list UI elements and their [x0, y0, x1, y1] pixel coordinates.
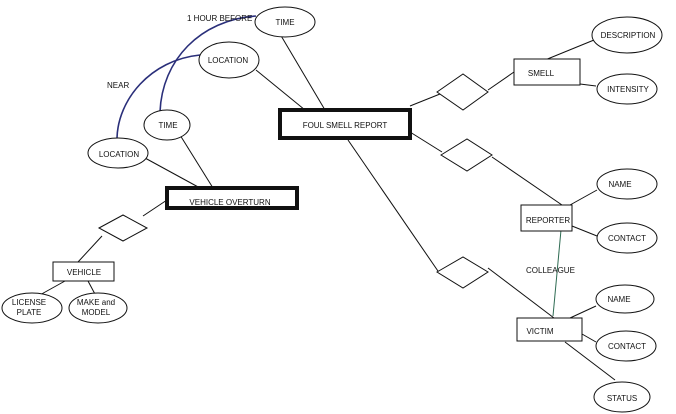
location-left-attribute [87, 137, 149, 169]
location-top-attribute [198, 41, 260, 79]
edge-overturn-time [179, 134, 214, 189]
vehicle-overturn-entity [165, 186, 299, 210]
edge-report-victim-rel [347, 139, 441, 275]
edge-reporter-rel-reporter [491, 156, 563, 206]
description-attribute [591, 16, 663, 54]
edge-report-location [255, 69, 306, 111]
make-model-label-line1: MAKE and [77, 298, 115, 307]
colleague-label: COLLEAGUE [526, 266, 575, 275]
foul-smell-report-entity [278, 108, 412, 140]
reporter-label: REPORTER [526, 216, 571, 225]
license-plate-label-line1: LICENSE [12, 298, 46, 307]
time-mid-attribute [143, 109, 191, 141]
foul-smell-report-label: FOUL SMELL REPORT [303, 121, 388, 130]
reporter-relationship-diamond [440, 138, 493, 172]
edge-victim-rel-victim [487, 267, 555, 319]
vehicle-label: VEHICLE [67, 268, 101, 277]
time-top-label: TIME [275, 18, 294, 27]
victim-status-attribute [593, 381, 651, 413]
reporter-name-label: NAME [608, 180, 631, 189]
victim-contact-attribute [595, 330, 657, 362]
intensity-label: INTENSITY [607, 85, 649, 94]
location-top-label: LOCATION [208, 56, 249, 65]
victim-status-label: STATUS [607, 394, 637, 403]
smell-relationship-diamond [436, 73, 489, 111]
victim-relationship-diamond [436, 256, 489, 289]
edge-smell-description [544, 39, 595, 61]
make-model-attribute [68, 292, 128, 324]
victim-contact-label: CONTACT [608, 342, 646, 351]
description-label: DESCRIPTION [601, 31, 656, 40]
edge-victim-contact [581, 333, 597, 343]
vehicle-overturn-label: VEHICLE OVERTURN [189, 198, 270, 207]
location-left-label: LOCATION [99, 150, 140, 159]
edge-victim-name [569, 305, 597, 319]
edge-overturn-location [144, 157, 201, 189]
victim-name-label: NAME [607, 295, 630, 304]
vehicle-entity [52, 261, 115, 282]
time-top-attribute [254, 6, 316, 38]
reporter-entity [520, 204, 573, 232]
edge-victim-status [564, 341, 616, 381]
one-hour-before-arc [159, 15, 257, 113]
vehicle-relationship-diamond [97, 214, 149, 242]
license-plate-attribute [1, 292, 63, 324]
smell-entity [513, 58, 581, 86]
edge-reporter-contact [571, 225, 598, 237]
edge-smell-rel-smell [487, 71, 515, 91]
near-arc [116, 54, 201, 139]
edge-report-time [279, 33, 326, 111]
edge-vehicle-rel-vehicle [77, 235, 103, 263]
one-hour-before-label: 1 HOUR BEFORE [187, 14, 252, 23]
reporter-name-attribute [596, 168, 658, 200]
reporter-contact-label: CONTACT [608, 234, 646, 243]
connectors [37, 33, 616, 381]
reporter-contact-attribute [596, 222, 658, 254]
colleague-link [552, 229, 562, 317]
time-mid-label: TIME [158, 121, 177, 130]
near-label: NEAR [107, 81, 129, 90]
victim-name-attribute [595, 284, 655, 314]
license-plate-label-line2: PLATE [17, 308, 42, 317]
edge-reporter-name [569, 189, 598, 206]
edge-report-smell-rel [409, 93, 441, 107]
make-model-label-line2: MODEL [82, 308, 111, 317]
smell-label: SMELL [528, 69, 555, 78]
intensity-attribute [596, 73, 658, 105]
victim-label: VICTIM [526, 327, 553, 336]
edge-smell-intensity [579, 83, 597, 87]
victim-entity [516, 317, 583, 342]
edge-report-reporter-rel [409, 131, 443, 153]
